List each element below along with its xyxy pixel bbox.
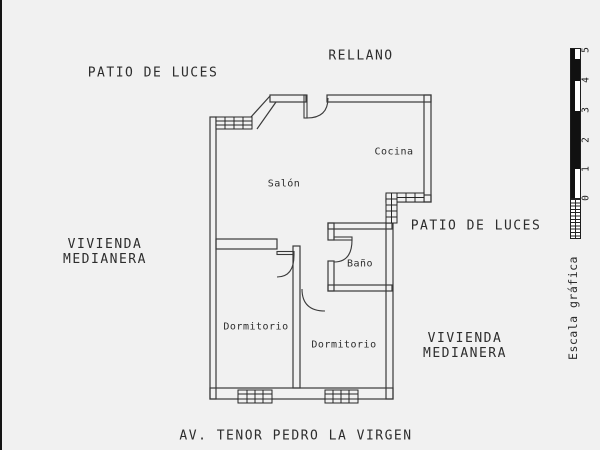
wall-diagonal-outer [250, 95, 271, 118]
window-bottom-1 [237, 389, 273, 404]
wall-bano-top [327, 222, 393, 230]
scale-tick-5: 5 [580, 47, 592, 53]
room-label-bano: Baño [346, 258, 374, 270]
wall-bottom [209, 387, 394, 400]
wall-top-left-segment [269, 94, 307, 103]
page-left-border [0, 0, 2, 450]
wall-bano-left-upper [327, 222, 335, 241]
label-vivienda-right-line1: VIVIENDA [427, 331, 503, 346]
label-vivienda-left-line2: MEDIANERA [63, 252, 147, 267]
scale-bar-segment [575, 111, 580, 169]
bano-door-arc [333, 239, 353, 263]
entrance-door-leaf [303, 94, 308, 119]
windows [215, 116, 425, 404]
scale-bar-segment [575, 59, 580, 81]
scale-tick-3: 3 [580, 107, 592, 113]
wall-right-upper [423, 94, 432, 203]
wall-left [209, 116, 217, 400]
wall-top-right-segment [326, 94, 432, 103]
label-vivienda-left-line1: VIVIENDA [67, 237, 143, 252]
label-rellano: RELLANO [328, 48, 394, 64]
scale-bar-left-column [571, 49, 575, 199]
scale-caption: Escala gráfica [566, 256, 580, 360]
window-top-left [215, 116, 253, 130]
scale-tick-1: 1 [580, 166, 592, 172]
wall-bano-bottom [327, 284, 393, 292]
bano-door-leaf [333, 236, 353, 241]
window-right-vertical [385, 192, 398, 224]
label-vivienda-right-line2: MEDIANERA [423, 346, 507, 361]
scale-bar-fine-divisions [570, 198, 581, 239]
dormitorio1-door-arc [276, 254, 295, 278]
wall-right-lower [385, 222, 394, 400]
wall-salon-dormitorio [215, 238, 278, 250]
room-label-salon: Salón [267, 178, 301, 190]
dormitorio1-door-leaf [276, 250, 295, 256]
doors [276, 94, 353, 312]
scale-bar [570, 48, 581, 200]
entrance-door-arc [306, 97, 329, 119]
label-vivienda-medianera-right: VIVIENDA MEDIANERA [423, 331, 507, 361]
wall-bano-left-lower [327, 260, 335, 292]
label-vivienda-medianera-left: VIVIENDA MEDIANERA [63, 237, 147, 267]
window-bottom-2 [324, 389, 359, 404]
label-patio-de-luces-right: PATIO DE LUCES [410, 218, 542, 234]
walls [209, 94, 432, 400]
room-label-dormitorio1: Dormitorio [223, 321, 289, 333]
wall-dormitorio-divider [292, 245, 301, 389]
label-patio-de-luces-top: PATIO DE LUCES [87, 65, 219, 81]
scale-tick-0: 0 [580, 195, 592, 201]
label-street: AV. TENOR PEDRO LA VIRGEN [179, 428, 413, 444]
dormitorio2-door-arc [301, 288, 326, 312]
room-label-cocina: Cocina [374, 146, 414, 158]
scale-tick-2: 2 [580, 137, 592, 143]
scale-tick-4: 4 [580, 77, 592, 83]
wall-diagonal-inner [256, 101, 277, 130]
room-label-dormitorio2: Dormitorio [311, 339, 377, 351]
